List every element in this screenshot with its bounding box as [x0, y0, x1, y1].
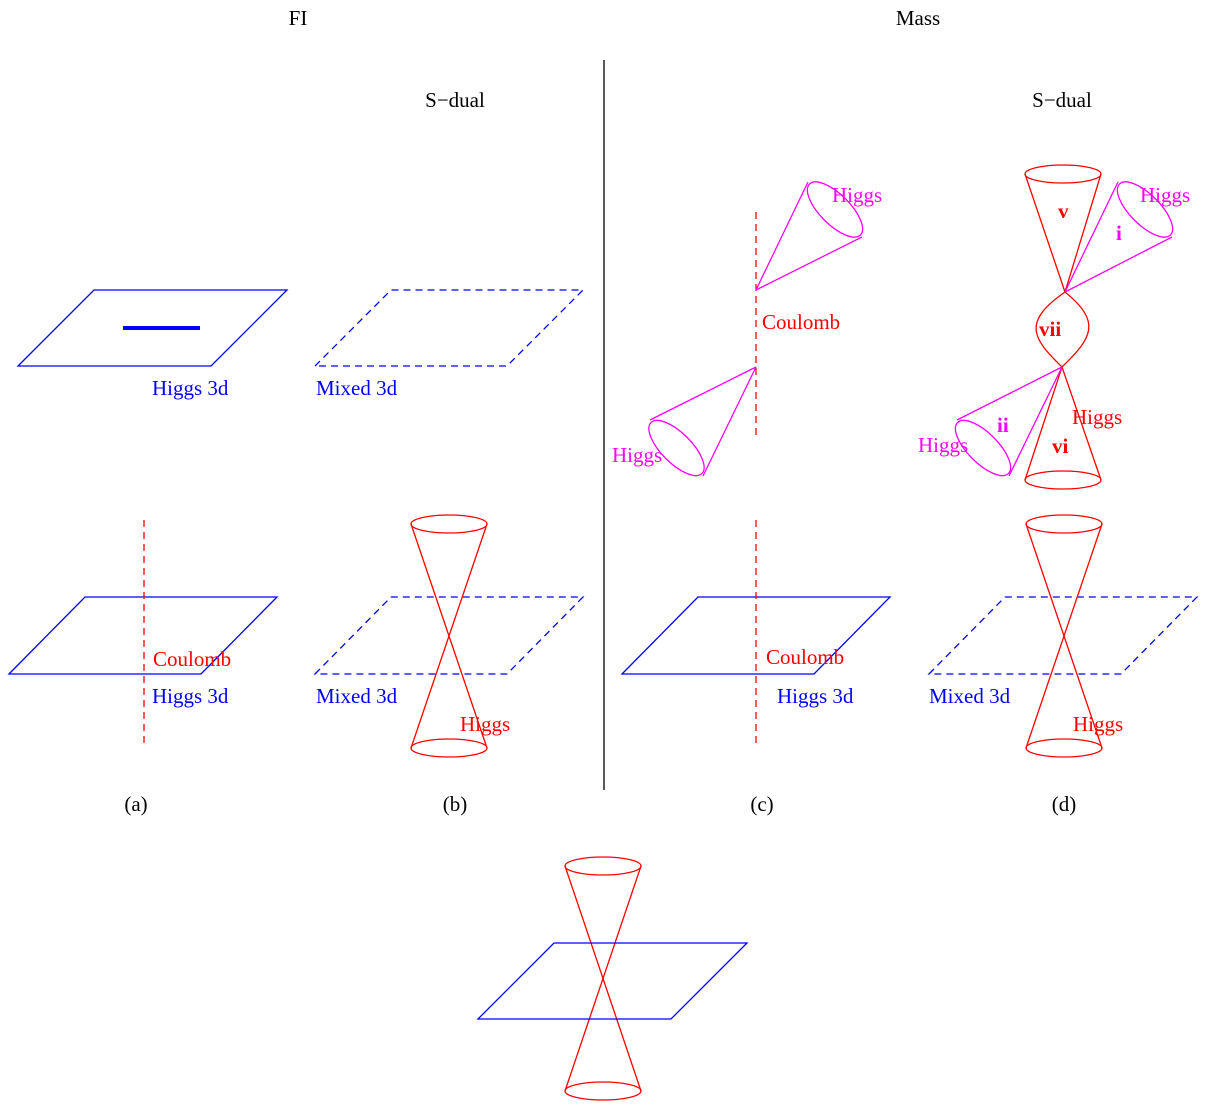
higgs-cone-c-upper-edge-2	[755, 236, 863, 291]
cone-edge-bottom-2	[564, 865, 642, 1092]
roman-ii: ii	[997, 413, 1009, 437]
cone-i-edge-2	[1064, 236, 1173, 293]
higgs-cone-c-upper-edge-1	[755, 181, 809, 291]
roman-v: v	[1058, 199, 1069, 223]
cone-top-rim-b	[410, 514, 488, 534]
cone-vi-rim	[1024, 470, 1102, 490]
roman-vii: vii	[1039, 317, 1061, 341]
cone-bottom-rim-d	[1025, 738, 1103, 758]
cone-ii-rim	[954, 419, 1012, 477]
cone-edge-b-2	[410, 523, 488, 749]
panel-label-a: (a)	[124, 792, 147, 816]
cone-v-edge-2	[1064, 173, 1102, 293]
header-mass: Mass	[896, 6, 940, 30]
plane-bottom	[476, 942, 749, 1020]
cone-v-edge-1	[1024, 173, 1066, 293]
higgs-label-d: Higgs	[1073, 712, 1123, 736]
higgs-cone-c-lower-rim	[648, 419, 705, 477]
cone-i-rim	[1116, 181, 1174, 238]
higgs-cone-c-lower-edge-2	[702, 366, 757, 477]
panel-label-c: (c)	[750, 792, 773, 816]
roman-i: i	[1116, 221, 1122, 245]
cone-ii-edge-2	[1008, 366, 1063, 477]
cone-vi-edge-2	[1061, 366, 1102, 481]
higgs-cone-c-upper-rim	[806, 181, 864, 238]
coulomb-label-c-top: Coulomb	[762, 310, 840, 334]
mixed-3d-label-b-top: Mixed 3d	[316, 376, 398, 400]
cone-bottom-rim-b	[410, 738, 488, 758]
cone-vi-edge-1	[1024, 366, 1063, 481]
mixed-plane-b-top	[313, 289, 585, 367]
higgs-label-c-upper: Higgs	[832, 183, 882, 207]
cone-bottom-rim-bottom	[564, 1081, 642, 1101]
higgs-label-b: Higgs	[460, 712, 510, 736]
cone-i-edge-1	[1064, 181, 1119, 293]
higgs-label-c-lower: Higgs	[612, 443, 662, 467]
higgs-plane-a-top	[16, 289, 289, 367]
coulomb-label-a: Coulomb	[153, 647, 231, 671]
higgs-label-d-vi: Higgs	[1072, 405, 1122, 429]
header-fi: FI	[289, 6, 308, 30]
s-dual-label-right: S−dual	[1032, 88, 1092, 112]
s-dual-label-left: S−dual	[425, 88, 485, 112]
higgs-label-d-ii: Higgs	[918, 433, 968, 457]
cone-top-rim-bottom	[564, 856, 642, 876]
higgs-plane-c	[620, 596, 892, 675]
mixed-3d-label-b: Mixed 3d	[316, 684, 398, 708]
mixed-plane-b	[313, 596, 585, 675]
mixed-plane-d	[927, 596, 1199, 675]
higgs-plane-a	[7, 596, 279, 675]
higgs-label-d-i: Higgs	[1140, 183, 1190, 207]
panel-label-b: (b)	[443, 792, 468, 816]
cone-edge-d-2	[1025, 523, 1103, 749]
higgs-3d-label-a-top: Higgs 3d	[152, 376, 229, 400]
roman-vi: vi	[1052, 434, 1069, 458]
mixed-3d-label-d: Mixed 3d	[929, 684, 1011, 708]
higgs-3d-label-a: Higgs 3d	[152, 684, 229, 708]
coulomb-label-c: Coulomb	[766, 645, 844, 669]
cone-v-rim	[1024, 164, 1102, 184]
higgs-cone-c-lower-edge-1	[649, 366, 757, 421]
panel-label-d: (d)	[1052, 792, 1077, 816]
cone-top-rim-d	[1025, 514, 1103, 534]
cone-ii-edge-1	[956, 366, 1063, 421]
higgs-3d-label-c: Higgs 3d	[777, 684, 854, 708]
